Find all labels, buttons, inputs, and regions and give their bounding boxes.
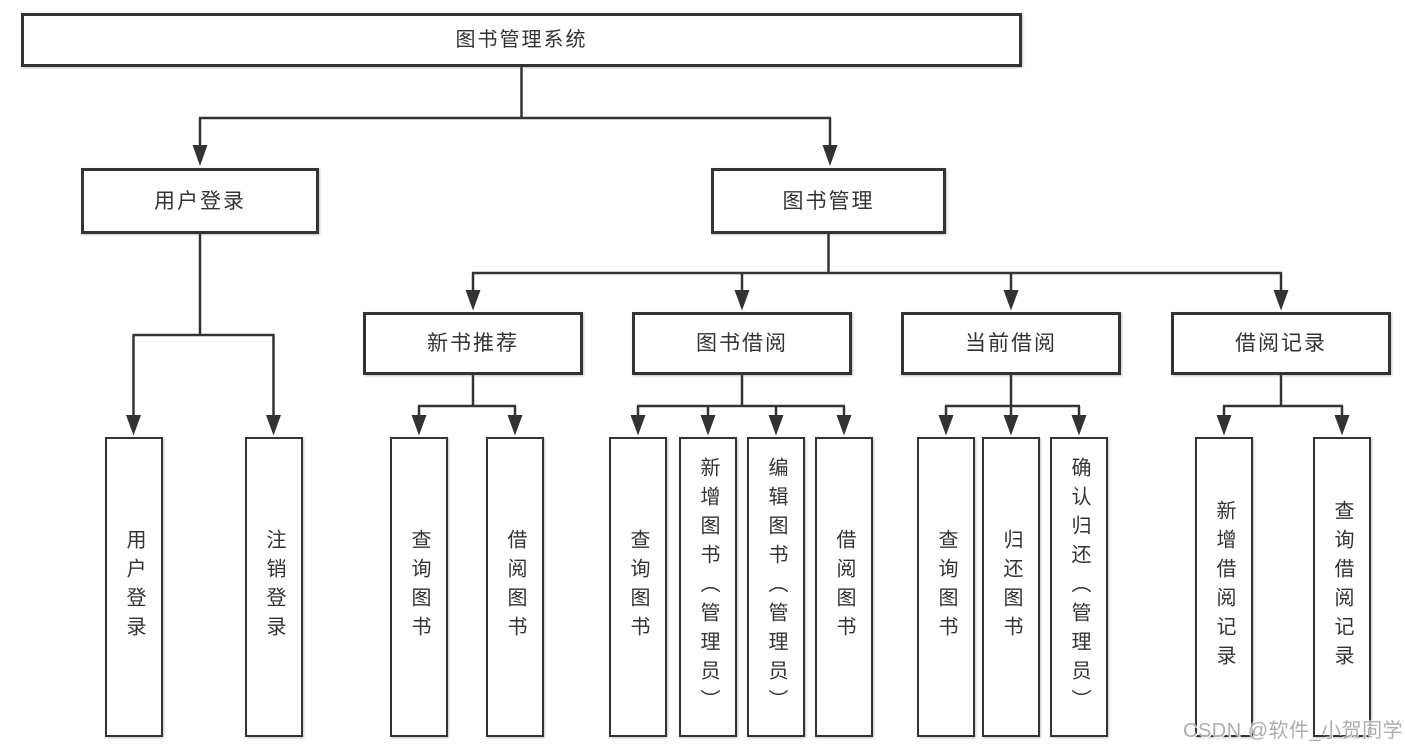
leaf-return-book: 归还图书 (982, 437, 1040, 737)
arrowhead (192, 145, 208, 166)
leaf-logout: 注销登录 (245, 437, 303, 737)
arrowhead (411, 415, 427, 436)
node-current-borrow: 当前借阅 (901, 312, 1121, 375)
leaf-user-login: 用户登录 (105, 437, 163, 737)
connector-current-borrow-split (944, 375, 1081, 416)
node-new-book-rec: 新书推荐 (363, 312, 583, 375)
leaf-add-borrow-record: 新增借阅记录 (1195, 437, 1253, 737)
arrowhead (1334, 415, 1350, 436)
arrowhead (700, 415, 716, 436)
leaf-edit-book-admin: 编辑图书（管理员） (747, 437, 805, 737)
connector-borrow-records-split (1222, 375, 1344, 416)
leaf-query-books-current: 查询图书 (917, 437, 975, 737)
connector-new-book-split (417, 375, 517, 416)
connector-book-mgmt-split (471, 234, 1283, 291)
leaf-borrow-books-recommend: 借阅图书 (486, 437, 544, 737)
leaf-confirm-return-admin: 确认归还（管理员） (1050, 437, 1108, 737)
arrowhead (1273, 290, 1289, 311)
connector-root-split (198, 67, 832, 146)
arrowhead (507, 415, 523, 436)
arrowhead (126, 415, 141, 436)
arrowhead (1216, 415, 1232, 436)
node-book-mgmt: 图书管理 (711, 168, 946, 234)
arrowhead (734, 290, 750, 311)
arrowhead (465, 290, 481, 311)
connector-book-borrow-split (636, 375, 846, 416)
arrowhead (1003, 290, 1019, 311)
arrowhead (938, 415, 954, 436)
arrowheads (126, 145, 1350, 436)
arrowhead (630, 415, 646, 436)
arrowhead (266, 415, 281, 436)
node-book-borrow: 图书借阅 (632, 312, 852, 375)
arrowhead (1071, 415, 1087, 436)
leaf-query-books-borrow: 查询图书 (609, 437, 667, 737)
arrowhead (836, 415, 852, 436)
leaf-add-book-admin: 新增图书（管理员） (679, 437, 737, 737)
leaf-query-borrow-record: 查询借阅记录 (1313, 437, 1371, 737)
node-borrow-records: 借阅记录 (1171, 312, 1391, 375)
arrowhead (822, 145, 838, 166)
leaf-borrow-books: 借阅图书 (815, 437, 873, 737)
leaf-query-books-recommend: 查询图书 (390, 437, 448, 737)
arrowhead (768, 415, 784, 436)
connector-user-login-split (132, 234, 275, 416)
arrowhead (1003, 415, 1019, 436)
node-user-login: 用户登录 (81, 168, 319, 234)
node-root: 图书管理系统 (21, 13, 1022, 67)
csdn-watermark: CSDN @软件_小贺同学 (1183, 720, 1404, 742)
